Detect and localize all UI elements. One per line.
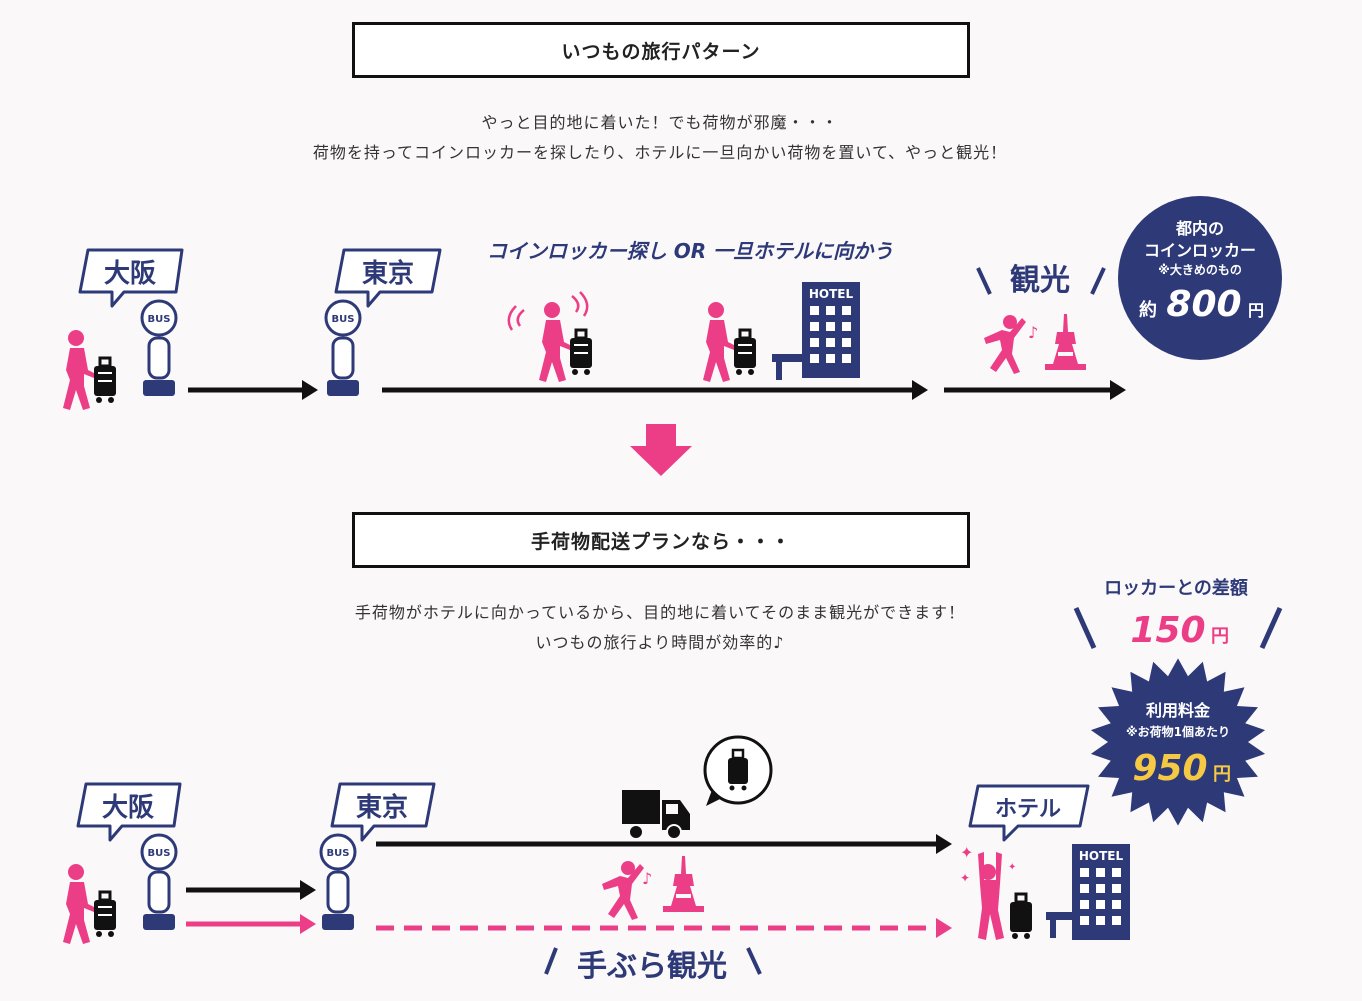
svg-text:大阪: 大阪 [102, 793, 154, 823]
svg-text:円: 円 [1248, 301, 1264, 320]
section2-line2: いつもの旅行より時間が効率的♪ [535, 633, 785, 652]
down-arrow-icon [630, 424, 692, 476]
dancing-person-icon-2 [602, 861, 644, 920]
section1-line2: 荷物を持ってコインロッカーを探したり、ホテルに一旦向かい荷物を置いて、やっと観光… [312, 143, 1008, 162]
arrow-tokyo-to-sightseeing [382, 380, 928, 400]
bus-stop-osaka-icon-2: BUS [140, 833, 178, 932]
section2-title: 手荷物配送プランなら・・・ [352, 512, 970, 568]
svg-text:950: 950 [1132, 748, 1207, 789]
svg-text:都内の: 都内の [1175, 219, 1224, 238]
svg-text:観光: 観光 [1010, 263, 1070, 298]
arrow-sightseeing [944, 380, 1126, 400]
svg-text:BUS: BUS [148, 314, 171, 325]
cheering-person-icon: ✦ ✦ ✦ [960, 843, 1032, 940]
osaka-bubble-2: 大阪 [76, 782, 182, 842]
dancing-person-icon [984, 315, 1026, 374]
svg-text:✦: ✦ [1008, 862, 1016, 873]
hotel-building-icon-2: HOTEL [1046, 844, 1130, 940]
osaka-label: 大阪 [104, 259, 156, 289]
svg-text:円: 円 [1213, 764, 1231, 785]
tokyo-tower-icon-2 [663, 856, 704, 912]
tokyo-bubble: 東京 [334, 248, 442, 308]
music-note-icon-2: ♪ [642, 869, 652, 888]
svg-text:ロッカーとの差額: ロッカーとの差額 [1104, 577, 1248, 599]
svg-text:約: 約 [1139, 299, 1157, 321]
svg-text:150: 150 [1130, 610, 1205, 651]
svg-text:コインロッカー: コインロッカー [1144, 241, 1256, 260]
hotel-bubble: ホテル [968, 784, 1090, 842]
bus-stop-osaka-icon: BUS [140, 299, 178, 398]
svg-text:※大きめのもの: ※大きめのもの [1158, 262, 1242, 277]
svg-text:✦: ✦ [960, 843, 973, 862]
traveler-with-luggage-icon [61, 328, 118, 412]
osaka-bubble: 大阪 [78, 248, 184, 308]
tokyo-label: 東京 [362, 258, 414, 289]
svg-text:利用料金: 利用料金 [1146, 701, 1211, 720]
svg-text:BUS: BUS [332, 314, 355, 325]
svg-text:BUS: BUS [148, 848, 171, 859]
searching-locker-person-icon [507, 291, 594, 384]
arrows-osaka-to-tokyo-2 [186, 880, 316, 934]
traveler-with-luggage-icon-2 [61, 862, 118, 946]
svg-text:HOTEL: HOTEL [1079, 849, 1124, 863]
svg-text:ホテル: ホテル [995, 797, 1061, 822]
middle-caption: コインロッカー探し OR 一旦ホテルに向かう [487, 239, 893, 263]
section2-line1: 手荷物がホテルに向かっているから、目的地に着いてそのまま観光ができます！ [354, 603, 966, 622]
section1-description: やっと目的地に着いた！でも荷物が邪魔・・・ 荷物を持ってコインロッカーを探したり… [0, 108, 1320, 168]
svg-text:✦: ✦ [960, 871, 970, 885]
svg-text:手ぶら観光: 手ぶら観光 [577, 949, 727, 984]
svg-text:800: 800 [1166, 284, 1241, 325]
svg-text:HOTEL: HOTEL [809, 287, 854, 301]
going-to-hotel-person-icon [701, 300, 758, 384]
bus-stop-tokyo-icon-2: BUS [319, 833, 357, 932]
delivery-truck-icon [622, 790, 690, 840]
handsfree-label: 手ぶら観光 [544, 947, 762, 984]
sightseeing-label: 観光 [976, 263, 1106, 298]
music-note-icon: ♪ [1028, 323, 1038, 342]
arrow-osaka-to-tokyo [188, 380, 318, 400]
svg-text:BUS: BUS [327, 848, 350, 859]
tokyo-tower-icon [1045, 314, 1086, 370]
tokyo-bubble-2: 東京 [330, 782, 436, 842]
section1-title: いつもの旅行パターン [352, 22, 970, 78]
section1-line1: やっと目的地に着いた！でも荷物が邪魔・・・ [481, 113, 839, 132]
arrow-handsfree-path [376, 918, 952, 938]
price-difference: ロッカーとの差額 150 円 [1073, 577, 1283, 651]
section2-description: 手荷物がホテルに向かっているから、目的地に着いてそのまま観光ができます！ いつも… [0, 598, 1320, 658]
svg-text:※お荷物1個あたり: ※お荷物1個あたり [1126, 724, 1230, 739]
svg-text:東京: 東京 [356, 792, 408, 823]
bus-stop-tokyo-icon: BUS [324, 299, 362, 398]
fee-badge: 利用料金 ※お荷物1個あたり 950 円 [1090, 658, 1266, 826]
arrow-luggage-to-hotel [376, 834, 952, 854]
luggage-speech-bubble-icon [703, 735, 773, 806]
locker-price-badge: 都内の コインロッカー ※大きめのもの 約 800 円 [1118, 196, 1282, 360]
svg-text:円: 円 [1211, 626, 1229, 647]
hotel-building-icon: HOTEL [772, 282, 860, 380]
